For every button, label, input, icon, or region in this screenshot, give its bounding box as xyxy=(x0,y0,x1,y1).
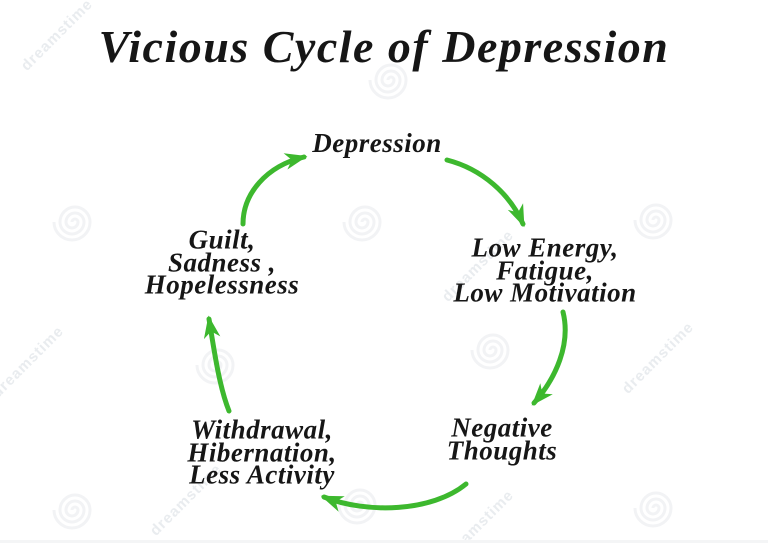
page-title: Vicious Cycle of Depression xyxy=(98,21,670,72)
node-withdrawal: Withdrawal, Hibernation, Less Activity xyxy=(187,414,337,490)
arrow-depression-to-low-energy xyxy=(444,157,526,228)
node-line: Depression xyxy=(312,127,442,158)
node-line: Negative xyxy=(451,412,553,443)
node-guilt: Guilt, Sadness , Hopelessness xyxy=(144,224,300,300)
node-line: Guilt, xyxy=(188,224,256,255)
arrow-negative-thoughts-to-withdrawal xyxy=(320,481,469,512)
arrow-low-energy-to-negative-thoughts xyxy=(531,309,568,406)
node-line: Fatigue, xyxy=(496,254,594,285)
node-line: Hopelessness xyxy=(144,269,300,300)
arrow-guilt-to-depression xyxy=(240,153,308,227)
node-line: Low Motivation xyxy=(453,277,637,308)
node-line: Hibernation, xyxy=(187,436,337,467)
node-depression: Depression xyxy=(312,127,442,158)
node-negative-thoughts: Negative Thoughts xyxy=(446,412,558,465)
node-line: Thoughts xyxy=(446,435,558,465)
node-line: Sadness , xyxy=(167,246,277,277)
node-line: Less Activity xyxy=(189,459,335,490)
arrow-withdrawal-to-guilt xyxy=(203,315,232,414)
node-line: Low Energy, xyxy=(471,232,619,263)
image-bottom-edge xyxy=(0,540,768,543)
node-low-energy: Low Energy, Fatigue, Low Motivation xyxy=(453,232,637,308)
node-line: Withdrawal, xyxy=(191,414,333,445)
